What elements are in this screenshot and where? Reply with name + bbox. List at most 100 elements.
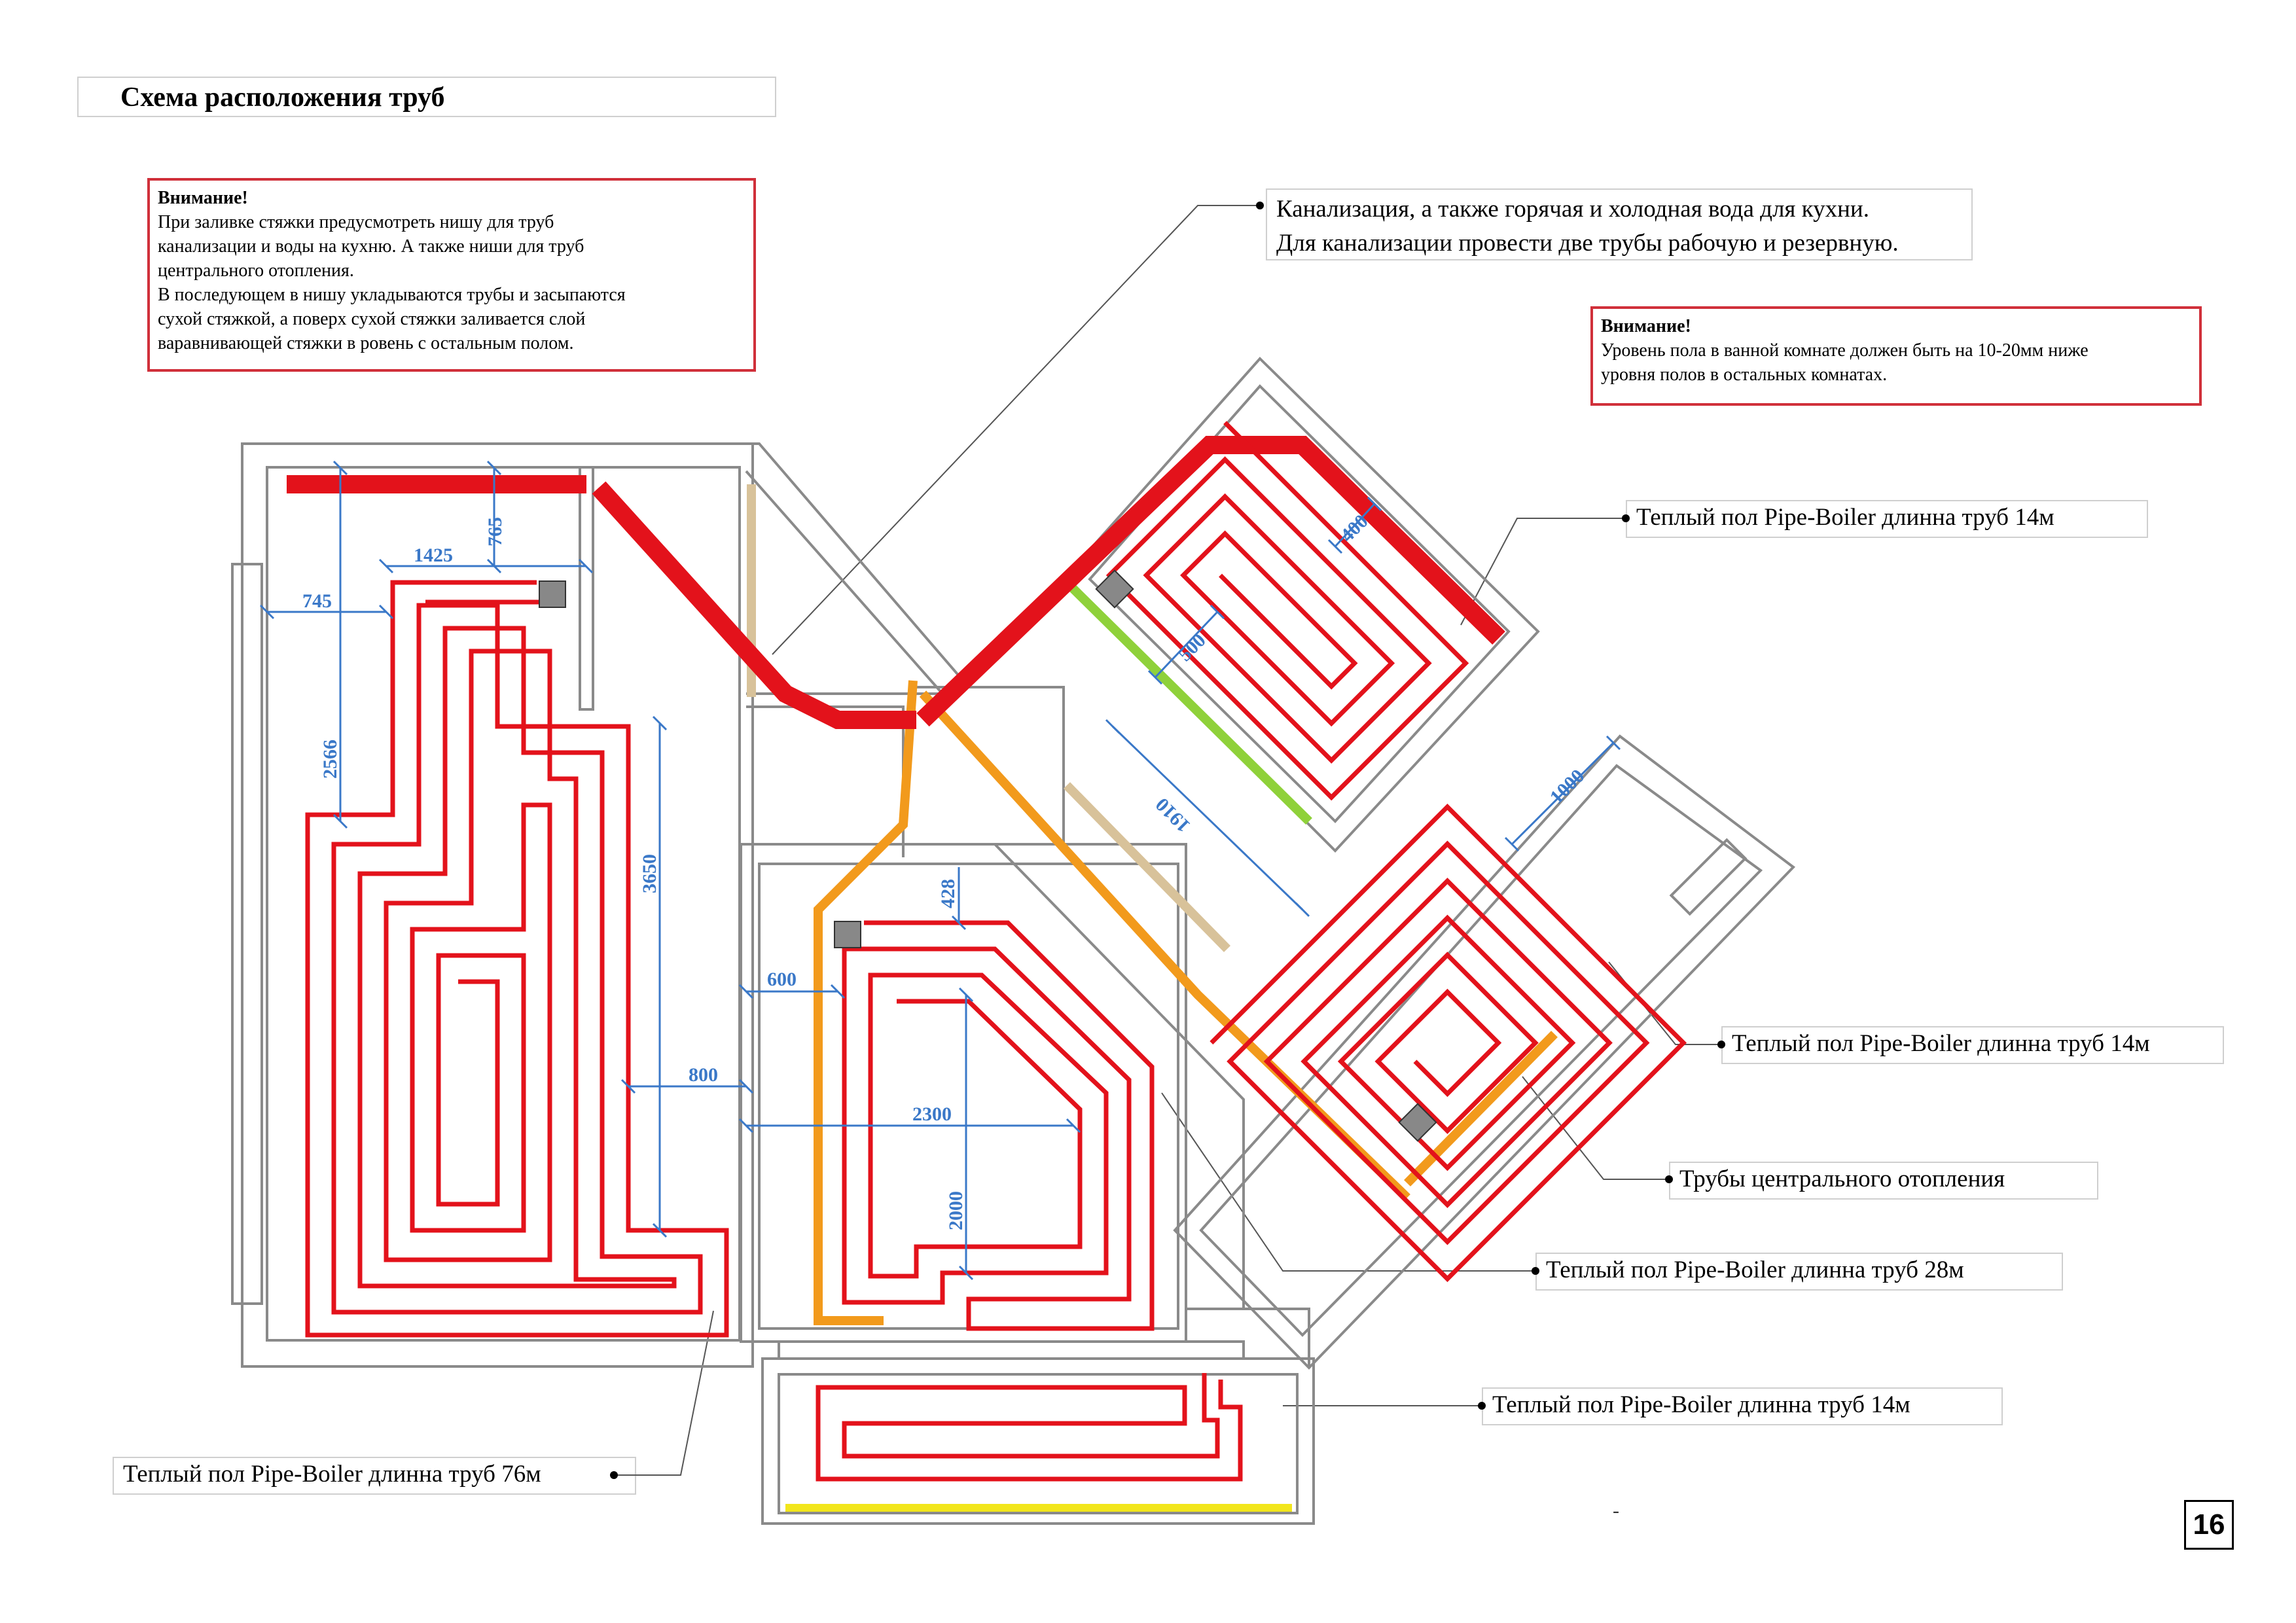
- riser-boxes: [539, 569, 1437, 1142]
- dim-label-800: 800: [689, 1064, 718, 1086]
- dimension-ticks: [259, 460, 1621, 1281]
- leader-right-room: [1608, 961, 1721, 1045]
- riser-box: [539, 580, 566, 608]
- callout-floor-heating-mid-room: Теплый пол Pipe-Boiler длинна труб 28м: [1535, 1253, 2063, 1291]
- dim-tick: [486, 460, 502, 476]
- dim-label-428: 428: [937, 879, 959, 908]
- supply-pipes: [287, 436, 1505, 729]
- riser-box: [834, 921, 861, 948]
- floor-heating-loops: [305, 421, 1687, 1482]
- dim-tick: [830, 984, 846, 999]
- warning-note-bathroom-line: Уровень пола в ванной комнате должен быт…: [1601, 340, 2089, 361]
- callout-sewer-water: Канализация, а также горячая и холодная …: [1266, 188, 1973, 260]
- dim-tick: [578, 558, 594, 574]
- central-heating-pipe: [919, 690, 1410, 1202]
- wall-balcony-inner: [778, 1373, 1299, 1514]
- leader-dot: [1532, 1267, 1539, 1275]
- leader-dot: [1256, 202, 1264, 209]
- dim-label-2300: 2300: [912, 1103, 952, 1125]
- wall-connection: [969, 686, 1065, 851]
- dim-label-1000: 1000: [1546, 765, 1589, 808]
- dim-tick: [1605, 735, 1621, 751]
- dim-line-1910: [1111, 725, 1304, 911]
- warning-note-screed-line: канализации и воды на кухню. А также ниш…: [158, 236, 584, 257]
- leader-dot: [1665, 1175, 1673, 1183]
- callout-central-heating: Трубы центрального отопления: [1669, 1162, 2098, 1200]
- dim-tick: [1066, 1118, 1081, 1133]
- dim-tick: [738, 984, 754, 999]
- dim-label-600: 600: [767, 969, 797, 990]
- leader-dot: [610, 1471, 618, 1479]
- dim-tick: [1504, 836, 1520, 852]
- dim-tick: [378, 558, 394, 574]
- riser-box: [1095, 569, 1134, 609]
- wall-mid-room-outer: [740, 843, 1187, 1343]
- dim-line-400: [1334, 503, 1376, 548]
- wall-mid-room-diag: [994, 843, 1245, 1309]
- warning-note-screed-heading: Внимание!: [158, 188, 248, 208]
- supply-pipe-diag: [592, 481, 916, 729]
- walls: [231, 357, 1796, 1525]
- dim-tick: [951, 915, 967, 931]
- callout-floor-heating-right-room: Теплый пол Pipe-Boiler длинна труб 14м: [1721, 1026, 2224, 1064]
- floor-heating-loop-bathroom: [1105, 421, 1469, 801]
- central-heating-pipe: [814, 680, 918, 1325]
- dash-mark: -: [1613, 1500, 1619, 1522]
- floor-heating-loop-right-room: [1210, 803, 1687, 1283]
- window-left: [231, 563, 263, 1305]
- dim-line-1000: [1511, 741, 1615, 846]
- leader-central-heating: [1522, 1076, 1669, 1180]
- dim-tick: [738, 1079, 754, 1094]
- dim-tick: [1295, 902, 1310, 918]
- callout-floor-heating-left-room: Теплый пол Pipe-Boiler длинна труб 76м: [113, 1457, 636, 1495]
- warning-note-bathroom-line: уровня полов в остальных комнатах.: [1601, 365, 1888, 385]
- warning-note-screed: Внимание! При заливке стяжки предусмотре…: [147, 178, 756, 372]
- dim-label-2000: 2000: [945, 1191, 967, 1230]
- wall-corridor-inner: [745, 470, 946, 695]
- dim-label-2566: 2566: [319, 740, 341, 779]
- leader-bath: [1460, 518, 1626, 626]
- dim-tick: [1147, 669, 1163, 685]
- wall-corridor-lower: [746, 705, 905, 857]
- dimension-lines: [267, 468, 1615, 1273]
- dim-label-3650: 3650: [639, 854, 660, 893]
- leader-lines: [614, 205, 1721, 1476]
- central-heating-pipe: [1404, 1031, 1558, 1186]
- page-title-box: Схема расположения труб: [77, 77, 776, 117]
- dim-tick: [738, 1118, 754, 1133]
- floor-heating-loop-left-room: [305, 580, 729, 1338]
- warning-note-bathroom-heading: Внимание!: [1601, 316, 1691, 336]
- dim-tick: [332, 813, 348, 829]
- warning-note-screed-line: варавнивающей стяжки в ровень с остальны…: [158, 333, 574, 353]
- callout-floor-heating-balcony: Теплый пол Pipe-Boiler длинна труб 14м: [1482, 1387, 2003, 1425]
- window-right: [1669, 838, 1748, 916]
- dim-tick: [1210, 604, 1225, 620]
- dim-tick: [620, 1079, 636, 1094]
- supply-pipe-bath: [916, 436, 1505, 727]
- wall-right-room-outer: [1173, 734, 1796, 1370]
- page-title: Схема расположения труб: [120, 82, 445, 113]
- warning-note-screed-line: При заливке стяжки предусмотреть нишу дл…: [158, 212, 554, 232]
- tan-partition-diag: [1064, 782, 1230, 952]
- dim-label-1425: 1425: [414, 544, 453, 566]
- dim-label-745: 745: [302, 590, 332, 612]
- page-number: 16: [2184, 1500, 2234, 1550]
- dim-label-765: 765: [484, 517, 506, 546]
- wall-partition-left: [579, 466, 594, 711]
- callout-floor-heating-bath: Теплый пол Pipe-Boiler длинна труб 14м: [1626, 500, 2148, 538]
- wall-corridor-top: [740, 442, 972, 688]
- dim-tick: [958, 1265, 974, 1281]
- wall-balcony-sill: [778, 1340, 1245, 1360]
- warning-note-screed-line: В последующем в нишу укладываются трубы …: [158, 285, 626, 305]
- dim-tick: [1105, 719, 1121, 734]
- floor-heating-loop-mid-room: [842, 920, 1155, 1331]
- leader-dots: [610, 202, 1725, 1479]
- dim-tick: [332, 460, 348, 476]
- warning-note-screed-line: центрального отопления.: [158, 260, 354, 281]
- green-partition: [1060, 576, 1312, 825]
- leader-dot: [1478, 1402, 1486, 1410]
- dim-tick: [1367, 496, 1382, 512]
- dim-tick: [486, 558, 502, 574]
- dim-tick: [378, 604, 394, 620]
